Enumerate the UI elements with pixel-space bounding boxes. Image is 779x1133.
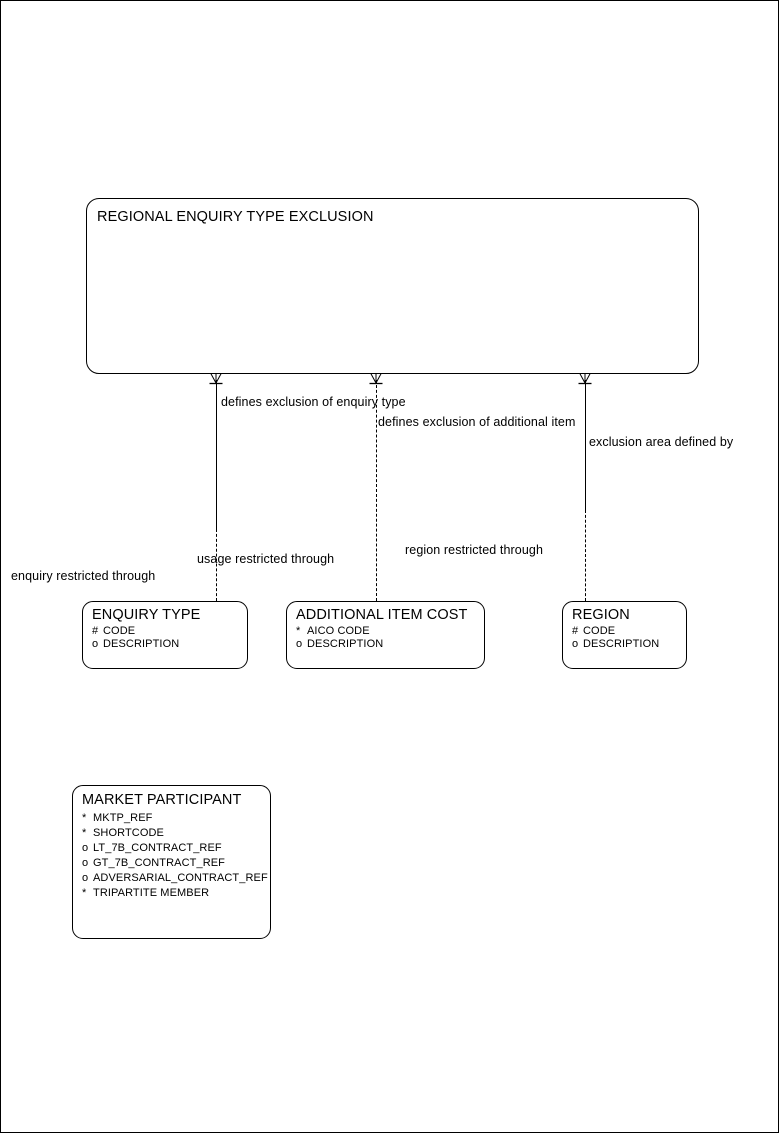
attribute-marker: o (92, 638, 99, 651)
connector-enquiry-type-lower (216, 529, 217, 601)
attribute-name: DESCRIPTION (103, 638, 180, 651)
attribute-name: GT_7B_CONTRACT_REF (93, 857, 225, 869)
attribute-row: o ADVERSARIAL_CONTRACT_REF (82, 871, 270, 886)
attribute-row: o LT_7B_CONTRACT_REF (82, 841, 270, 856)
attribute-row: * SHORTCODE (82, 826, 270, 841)
entity-title: REGION (572, 607, 630, 623)
connector-region-lower (585, 510, 586, 601)
attribute-marker: * (82, 827, 87, 839)
attribute-row: * TRIPARTITE MEMBER (82, 886, 270, 901)
attribute-marker: o (572, 638, 579, 651)
entity-title: MARKET PARTICIPANT (82, 792, 242, 808)
entity-region[interactable]: REGION # CODE o DESCRIPTION (562, 601, 687, 669)
attribute-marker: # (572, 625, 579, 637)
attribute-marker: o (82, 842, 89, 854)
crowfoot-region (576, 372, 594, 386)
connector-additional-item-cost (376, 380, 377, 601)
attribute-list: # CODE o DESCRIPTION (572, 625, 686, 651)
entity-title: ADDITIONAL ITEM COST (296, 607, 468, 623)
attribute-name: MKTP_REF (93, 812, 153, 824)
attribute-row: * MKTP_REF (82, 811, 270, 826)
attribute-row: * AICO CODE (296, 625, 484, 638)
attribute-marker: * (82, 812, 87, 824)
attribute-name: AICO CODE (307, 625, 370, 637)
attribute-name: CODE (583, 625, 616, 637)
attribute-marker: * (82, 887, 87, 899)
attribute-name: CODE (103, 625, 136, 637)
attribute-name: ADVERSARIAL_CONTRACT_REF (93, 872, 268, 884)
relationship-label-usage-restricted-through: usage restricted through (197, 552, 335, 566)
relationship-label-exclusion-area-defined-by: exclusion area defined by (589, 435, 734, 449)
relationship-label-region-restricted-through: region restricted through (405, 543, 543, 557)
entity-market-participant[interactable]: MARKET PARTICIPANT * MKTP_REF * SHORTCODE … (72, 785, 271, 939)
attribute-list: * AICO CODE o DESCRIPTION (296, 625, 484, 651)
attribute-list: # CODE o DESCRIPTION (92, 625, 247, 651)
attribute-row: o DESCRIPTION (572, 638, 686, 651)
attribute-row: o DESCRIPTION (296, 638, 484, 651)
attribute-row: # CODE (92, 625, 247, 638)
attribute-marker: * (296, 625, 301, 637)
entity-enquiry-type[interactable]: ENQUIRY TYPE # CODE o DESCRIPTION (82, 601, 248, 669)
attribute-marker: o (82, 857, 89, 869)
attribute-marker: o (296, 638, 303, 651)
attribute-marker: o (82, 872, 89, 884)
attribute-name: LT_7B_CONTRACT_REF (93, 842, 222, 854)
entity-title: ENQUIRY TYPE (92, 607, 201, 623)
connector-region-upper (585, 380, 586, 510)
crowfoot-enquiry-type (207, 372, 225, 386)
crowfoot-additional-item-cost (367, 372, 385, 386)
relationship-label-enquiry-restricted-through: enquiry restricted through (11, 569, 156, 583)
entity-regional-enquiry-type-exclusion[interactable]: REGIONAL ENQUIRY TYPE EXCLUSION (86, 198, 699, 374)
relationship-label-defines-exclusion-of-enquiry-type: defines exclusion of enquiry type (221, 395, 406, 409)
entity-additional-item-cost[interactable]: ADDITIONAL ITEM COST * AICO CODE o DESCRIP… (286, 601, 485, 669)
connector-enquiry-type-upper (216, 380, 217, 529)
attribute-marker: # (92, 625, 99, 637)
entity-title: REGIONAL ENQUIRY TYPE EXCLUSION (97, 209, 374, 225)
relationship-label-defines-exclusion-of-additional-item: defines exclusion of additional item (378, 415, 576, 429)
attribute-row: o DESCRIPTION (92, 638, 247, 651)
attribute-row: # CODE (572, 625, 686, 638)
attribute-list: * MKTP_REF * SHORTCODE o LT_7B_CONTRACT_REF… (82, 811, 270, 901)
attribute-name: SHORTCODE (93, 827, 164, 839)
attribute-name: DESCRIPTION (307, 638, 384, 651)
attribute-name: TRIPARTITE MEMBER (93, 887, 210, 899)
attribute-name: DESCRIPTION (583, 638, 660, 651)
attribute-row: o GT_7B_CONTRACT_REF (82, 856, 270, 871)
